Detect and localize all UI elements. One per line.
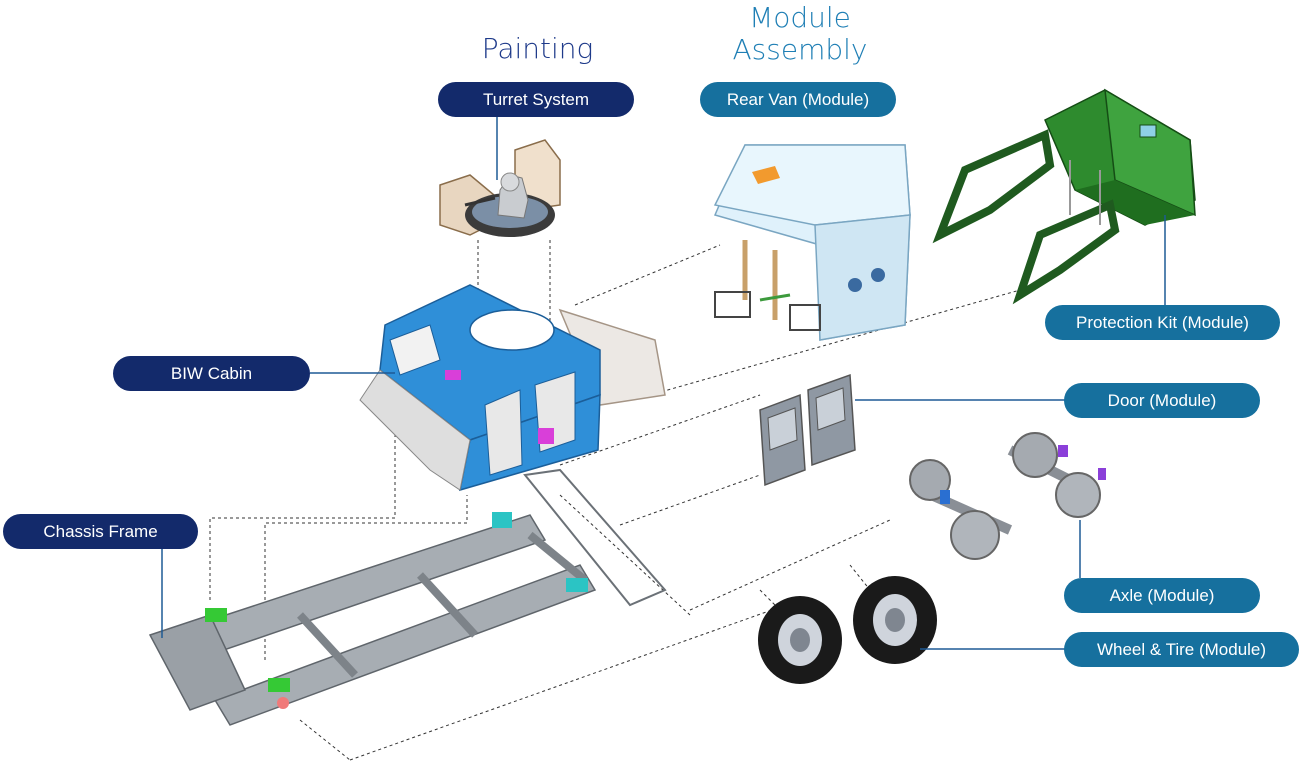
dashed-guide-lines [209, 240, 1021, 761]
protection-kit-label: Protection Kit (Module) [1045, 305, 1280, 340]
chassis-frame-illustration [148, 468, 667, 726]
label-leader-lines [161, 117, 1166, 650]
turret-system-label: Turret System [438, 82, 634, 117]
turret-system-illustration [439, 139, 561, 237]
door-label: Door (Module) [1064, 383, 1260, 418]
biw-cabin-illustration [359, 284, 666, 492]
doors-illustration [759, 373, 856, 487]
protection-kit-illustration [932, 88, 1196, 305]
module-assembly-heading: Module Assembly [732, 1, 868, 67]
wheel-tire-illustration [758, 576, 937, 684]
painting-heading: Painting [481, 32, 594, 65]
rear-van-illustration [713, 144, 911, 341]
biw-cabin-label: BIW Cabin [113, 356, 310, 391]
wheel-tire-label: Wheel & Tire (Module) [1064, 632, 1299, 667]
axle-illustration [909, 432, 1106, 560]
rear-van-label: Rear Van (Module) [700, 82, 896, 117]
axle-label: Axle (Module) [1064, 578, 1260, 613]
chassis-frame-label: Chassis Frame [3, 514, 198, 549]
